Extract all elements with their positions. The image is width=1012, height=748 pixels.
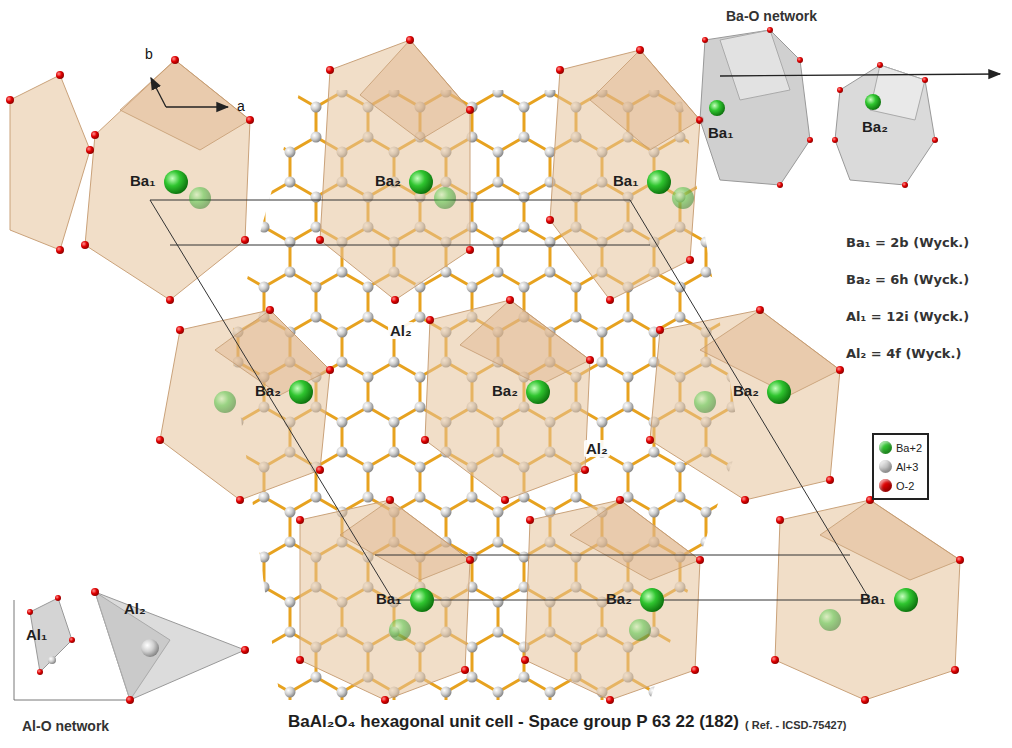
axis-label: a — [237, 98, 245, 114]
atom-label: Ba₂ — [375, 172, 401, 189]
atom-label: Ba₂ — [862, 118, 888, 135]
polyhedra-facets — [120, 40, 960, 580]
axis-arrows — [151, 78, 228, 107]
atom-label: Ba₂ — [733, 382, 759, 399]
inset-heading: Al-O network — [22, 718, 109, 734]
legend-swatch — [879, 460, 892, 473]
legend-text: Ba+2 — [896, 442, 922, 454]
legend-box: Ba+2Al+3O-2 — [872, 433, 929, 500]
atom-label: Ba₂ — [606, 590, 632, 607]
legend-swatch — [879, 479, 892, 492]
wyckoff-note: Ba₁ = 2b (Wyck.) — [846, 235, 969, 250]
oxygen-atoms — [6, 36, 964, 704]
ba-o-inset — [697, 27, 1000, 188]
wyckoff-note: Al₁ = 12i (Wyck.) — [846, 309, 969, 324]
legend-text: O-2 — [896, 480, 914, 492]
legend-row: Ba+2 — [879, 438, 922, 457]
atom-label: Ba₂ — [255, 382, 281, 399]
atom-label: Al₂ — [124, 600, 146, 617]
legend-row: Al+3 — [879, 457, 922, 476]
legend-row: O-2 — [879, 476, 922, 495]
axis-label: b — [145, 46, 153, 62]
atom-label: Ba₁ — [708, 124, 733, 141]
atom-label: Al₂ — [584, 440, 610, 457]
atom-label: Al₁ — [26, 626, 47, 643]
barium-atoms — [164, 170, 918, 641]
inset-heading: Ba-O network — [726, 8, 817, 24]
atom-label: Ba₂ — [492, 382, 518, 399]
legend-text: Al+3 — [896, 461, 918, 473]
legend-swatch — [879, 441, 892, 454]
atom-label: Ba₁ — [613, 172, 638, 189]
atom-label: Ba₁ — [376, 590, 401, 607]
atom-label: Ba₁ — [860, 590, 885, 607]
unit-cell-edges — [150, 200, 870, 600]
figure-title: BaAl₂O₄ hexagonal unit cell - Space grou… — [288, 712, 739, 732]
atom-label: Ba₁ — [130, 172, 155, 189]
wyckoff-note: Ba₂ = 6h (Wyck.) — [846, 272, 969, 287]
wyckoff-note: Al₂ = 4f (Wyck.) — [846, 346, 961, 361]
atom-label: Al₂ — [388, 322, 414, 339]
reference-note: ( Ref. - ICSD-75427) — [745, 719, 846, 731]
al-o-inset — [14, 588, 249, 704]
ba-o-polyhedra — [10, 40, 960, 700]
